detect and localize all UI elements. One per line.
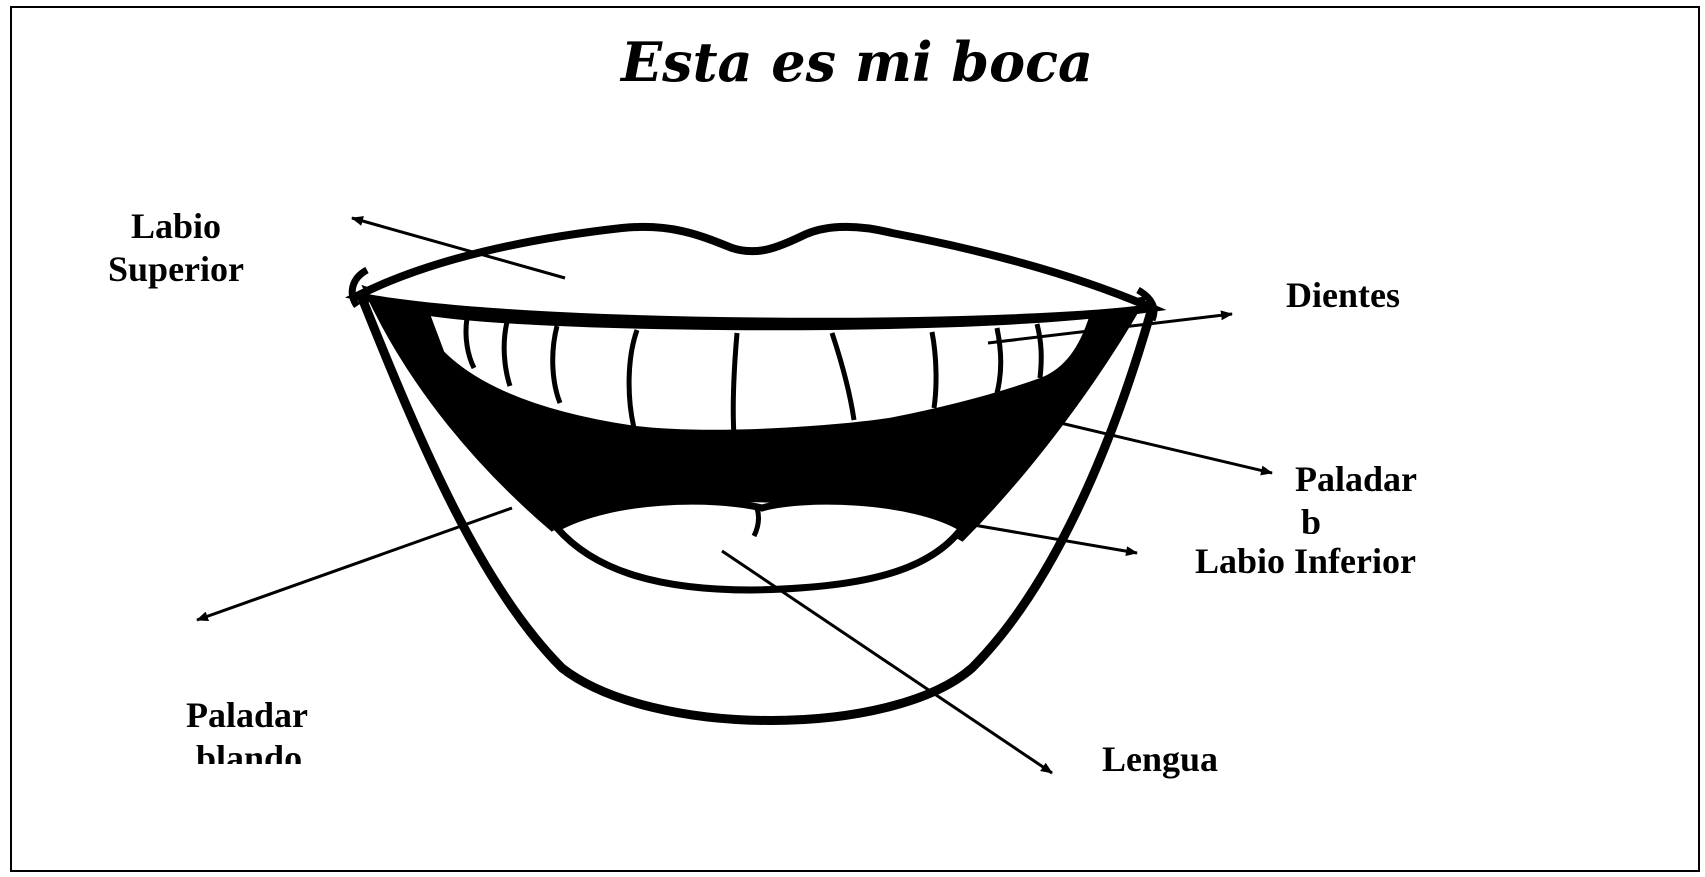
label-paladar-duro-cut: b — [1301, 502, 1322, 534]
arrow-labio-inferior — [961, 521, 1138, 557]
upper-lip-outline — [344, 222, 1167, 326]
label-paladar-blando: Paladar blando — [186, 694, 308, 764]
label-lengua: Lengua — [1102, 739, 1219, 779]
arrow-labio-superior — [351, 216, 566, 280]
label-labio-superior: Labio Superior — [108, 206, 245, 290]
label-labio-inferior: Labio Inferior — [1195, 541, 1416, 581]
arrow-paladar-blando — [196, 506, 513, 622]
label-dientes: Dientes — [1286, 275, 1400, 315]
label-paladar-duro: Paladar b — [1295, 458, 1417, 534]
tongue — [551, 497, 968, 594]
worksheet-frame: Esta es mi boca — [10, 6, 1700, 872]
mouth-diagram — [196, 216, 1273, 775]
upper-teeth — [423, 309, 1096, 435]
arrow-lengua — [721, 549, 1053, 775]
arrow-paladar-duro — [1051, 419, 1273, 476]
label-paladar-blando-cut: blando — [196, 738, 303, 764]
arrow-dientes — [987, 310, 1233, 345]
teeth-gaps — [463, 317, 1044, 437]
lower-lip-outline — [357, 296, 1157, 725]
page-title: Esta es mi boca — [621, 30, 1093, 94]
